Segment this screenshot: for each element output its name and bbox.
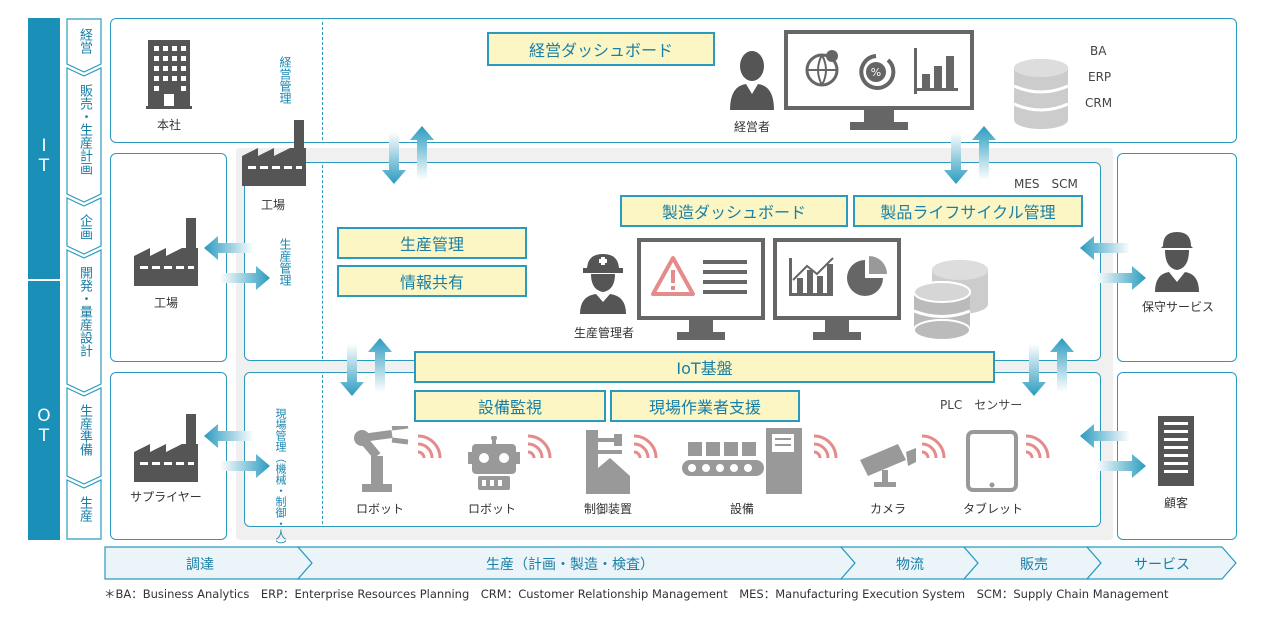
arrows-vertical-left-bottom	[340, 338, 392, 396]
conveyor-icon	[682, 428, 802, 494]
svg-text:%: %	[871, 66, 881, 79]
it-label: IT	[34, 136, 54, 176]
customer-label: 顧客	[1163, 496, 1188, 510]
executive-label: 経営者	[733, 120, 770, 134]
factory-inner-label: 工場	[260, 198, 285, 212]
info-share-box: 情報共有	[337, 265, 527, 297]
stage-management: 経営	[77, 28, 92, 54]
wifi-icon-3	[633, 434, 658, 459]
stage-rail: 経営 販売・生産計画 企画 開発・量産設計 生産準備 生産	[66, 18, 102, 540]
robot-arm-icon	[354, 426, 409, 492]
factory-icon-inner	[242, 120, 306, 186]
device-tablet: タブレット	[962, 502, 1023, 516]
factory-left-label: 工場	[153, 296, 178, 310]
arrows-vertical-left-top	[382, 126, 434, 184]
arrows-vertical-right-top	[944, 126, 996, 184]
shopfloor-divider	[322, 375, 323, 524]
hq-divider	[322, 22, 323, 140]
factory-divider	[322, 165, 323, 359]
exec-dashboard-box: 経営ダッシュボード	[487, 32, 715, 66]
executive-icon	[730, 51, 774, 110]
equipment-monitoring-box: 設備監視	[414, 390, 606, 422]
plc-sensor-label: PLC センサー	[940, 398, 1023, 412]
ot-band	[28, 279, 60, 540]
value-chain-flow	[104, 546, 1237, 580]
wifi-icon-4	[813, 434, 838, 459]
arrows-supplier	[204, 424, 270, 478]
chart-monitor-icon	[773, 238, 901, 340]
wifi-icon-2	[527, 434, 552, 459]
system-erp: ERP	[1088, 70, 1112, 84]
device-camera: カメラ	[869, 502, 906, 516]
ot-label: OT	[34, 406, 54, 446]
controller-icon	[586, 430, 630, 494]
device-equipment: 設備	[729, 502, 754, 516]
database-icon-top	[1013, 59, 1069, 129]
it-ot-rail: IT OT	[28, 18, 60, 540]
arrows-factory-left	[204, 236, 270, 290]
tablet-icon	[966, 430, 1018, 492]
mfg-dashboard-box: 製造ダッシュボード	[620, 195, 848, 227]
database-icon-middle	[913, 260, 988, 341]
device-robot-2: ロボット	[467, 502, 516, 516]
prod-mgmt-vertical-label: 生産管理	[278, 238, 292, 286]
alert-monitor-icon	[637, 238, 765, 340]
prod-manager-label: 生産管理者	[573, 326, 634, 340]
customer-building-icon	[1158, 416, 1194, 486]
wifi-icon-5	[921, 434, 946, 459]
wifi-icon-1	[417, 434, 442, 459]
plm-box: 製品ライフサイクル管理	[853, 195, 1083, 227]
stage-sales-planning: 販売・生産計画	[77, 84, 92, 175]
hq-label: 本社	[156, 118, 181, 132]
camera-icon	[860, 444, 916, 487]
it-band	[28, 18, 60, 279]
worker-helmet-icon	[580, 254, 626, 314]
wifi-icon-6	[1025, 434, 1050, 459]
building-icon	[146, 40, 192, 109]
iot-platform-box: IoT基盤	[414, 351, 995, 383]
arrows-maintenance	[1080, 236, 1146, 290]
exec-monitor-icon: %	[784, 30, 974, 130]
flow-production: 生産（計画・製造・検査）	[486, 557, 654, 573]
maintenance-label: 保守サービス	[1141, 300, 1214, 314]
device-robot-1: ロボット	[355, 502, 404, 516]
flow-service: サービス	[1134, 557, 1190, 573]
mgmt-vertical-label: 経営管理	[278, 56, 292, 104]
prod-mgmt-box: 生産管理	[337, 227, 527, 259]
arrows-customer	[1080, 424, 1146, 478]
worker-support-box: 現場作業者支援	[610, 390, 800, 422]
stage-chevrons	[66, 18, 102, 540]
arrows-vertical-right-bottom	[1022, 338, 1074, 396]
stage-prod-prep: 生産準備	[77, 404, 92, 456]
field-mgmt-vertical-label: 現場管理（機械・制御・人）	[274, 408, 287, 551]
stage-planning: 企画	[77, 214, 92, 240]
abbreviation-footnote: ＊BA：Business Analytics ERP：Enterprise Re…	[104, 587, 1169, 601]
flow-sales: 販売	[1020, 557, 1048, 573]
system-crm: CRM	[1085, 96, 1113, 110]
shopfloor-panel	[244, 372, 1101, 527]
factory-icon-supplier	[134, 414, 198, 482]
maintenance-person-icon	[1155, 232, 1199, 292]
system-ba: BA	[1090, 44, 1107, 58]
flow-logistics: 物流	[896, 557, 924, 573]
supplier-label: サプライヤー	[130, 490, 202, 504]
stage-production: 生産	[77, 496, 92, 522]
robot-icon	[468, 436, 520, 490]
flow-procurement: 調達	[186, 557, 214, 573]
mes-scm-label: MES SCM	[1014, 177, 1078, 191]
stage-development: 開発・量産設計	[77, 266, 92, 357]
device-controller: 制御装置	[583, 502, 632, 516]
factory-icon-left	[134, 218, 198, 286]
